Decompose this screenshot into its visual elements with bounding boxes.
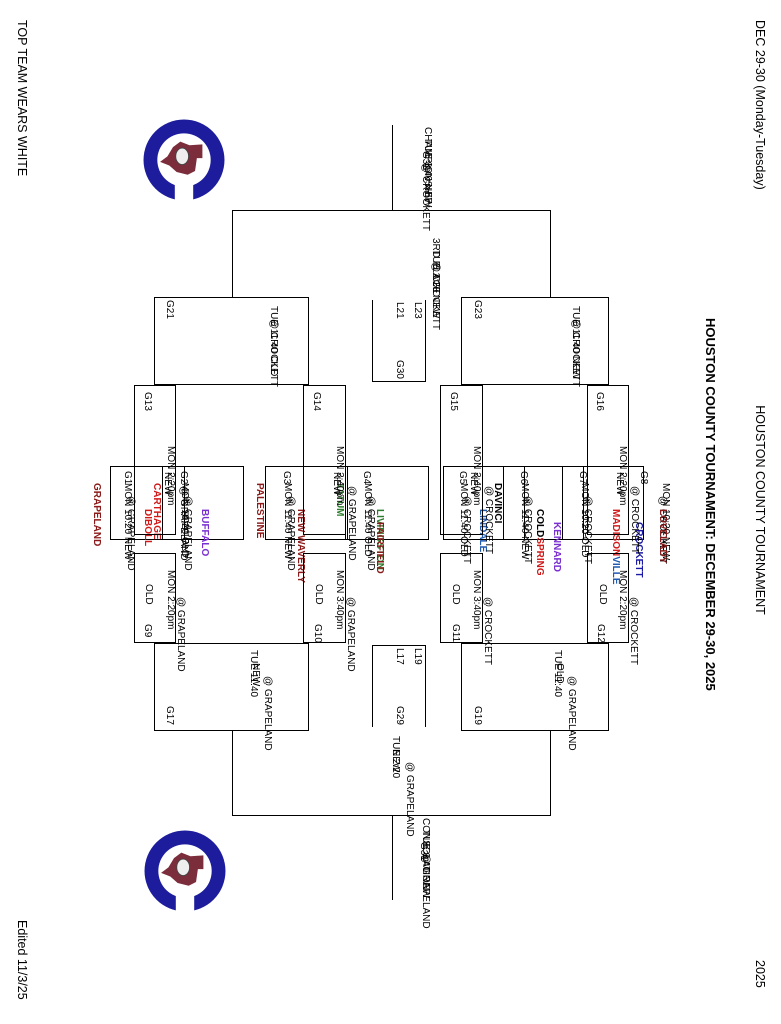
consolation-connector-bottom <box>549 730 551 815</box>
game-info-g9-court: OLD <box>143 584 154 605</box>
footer-edited: Edited 11/3/25 <box>15 920 29 1000</box>
page-title: HOUSTON COUNTY TOURNAMENT: DECEMBER 29-3… <box>703 318 718 691</box>
game-box-g17 <box>154 643 309 731</box>
championship-line <box>232 210 551 212</box>
game-label-g13: G13 <box>142 392 153 411</box>
consolation-site: @ GRAPELAND <box>420 854 431 929</box>
loser-label-l23: L23 <box>412 302 423 319</box>
game-info-g12-time: MON 2:20pm <box>617 570 628 630</box>
header-year: 2025 <box>753 960 767 988</box>
game-label-g23: G23 <box>472 300 483 319</box>
game-info-g15-court: NEW <box>468 472 479 496</box>
game-label-g15: G15 <box>448 392 459 411</box>
loser-label-l21: L21 <box>394 302 405 319</box>
header-tournament: HOUSTON COUNTY TOURNAMENT <box>753 405 767 615</box>
consolation-stub <box>391 815 393 900</box>
game-info-g10-time: MON 3:40pm <box>334 570 345 630</box>
championship-stub <box>391 125 393 210</box>
game-label-g17: G17 <box>164 706 175 725</box>
school-logo-bottom <box>143 119 225 206</box>
team-coldspring-part1: COLD <box>534 509 545 538</box>
game-label-g8: G8 <box>638 471 649 485</box>
game-info-g10-site: @ GRAPELAND <box>345 597 356 672</box>
game-info-g12-site: @ CROCKETT <box>628 597 639 665</box>
game-label-g11: G11 <box>450 624 461 643</box>
game-info-g19-court: OLD <box>554 663 565 684</box>
game-info-g12-court: OLD <box>597 584 608 605</box>
game-box-g23 <box>461 297 609 385</box>
game-box-g19 <box>461 643 609 731</box>
final-connector-top <box>231 210 233 298</box>
footer-top-team-note: TOP TEAM WEARS WHITE <box>15 20 29 177</box>
team-lovelady: LOVELADY <box>657 509 668 564</box>
game-info-g13-site: @ GRAPELAND <box>178 486 189 561</box>
team-grapeland: GRAPELAND <box>91 483 102 547</box>
consolation-connector-top <box>231 730 233 815</box>
game-label-g21: G21 <box>164 300 175 319</box>
game-info-g14-site: @ GRAPELAND <box>346 486 357 561</box>
game-label-g9: G9 <box>142 624 153 638</box>
team-kennard: KENNARD <box>551 522 562 572</box>
team-fairfield: FAIRFIELD <box>374 522 385 574</box>
third-place-site: @ CROCKETT <box>430 262 441 330</box>
game-info-g21-site: @ CROCKETT <box>268 319 279 387</box>
game-info-g11-time: MON 3:40pm <box>471 570 482 630</box>
g29-site: @ GRAPELAND <box>404 762 415 837</box>
team-coldspring-part2: SPRING <box>534 537 545 576</box>
game-box-g4 <box>345 466 429 540</box>
game-info-g11-court: OLD <box>450 584 461 605</box>
game-site-g6: @ CROCKETT <box>522 496 533 564</box>
game-info-g10-court: OLD <box>313 584 324 605</box>
team-coldspring: COLDSPRING <box>534 509 545 576</box>
loser-label-l17: L17 <box>394 648 405 665</box>
final-connector-bottom <box>549 210 551 298</box>
game-label-g30: G30 <box>394 360 405 379</box>
game-label-g19: G19 <box>472 706 483 725</box>
game-label-g14: G14 <box>311 392 322 411</box>
loser-label-l19: L19 <box>412 648 423 665</box>
game-box-g21 <box>154 297 309 385</box>
game-label-g29: G29 <box>394 706 405 725</box>
game-info-g16-site: @ CROCKETT <box>629 486 640 554</box>
championship-site: @ CROCKETT <box>420 163 431 231</box>
game-info-g16-court: NEW <box>614 472 625 496</box>
game-info-g19-site: @ GRAPELAND <box>566 676 577 751</box>
school-logo-top <box>144 830 226 917</box>
game-info-g23-site: @ CROCKETT <box>570 319 581 387</box>
crockett-c-logo-icon <box>143 119 225 206</box>
g29-court: NEW <box>390 749 401 773</box>
team-buffalo: BUFFALO <box>199 509 210 557</box>
team-palestine: PALESTINE <box>254 483 265 539</box>
game-info-g13-court: NEW <box>162 472 173 496</box>
header-dates: DEC 29-30 (Monday-Tuesday) <box>753 20 767 190</box>
game-info-g14-court: NEW <box>331 472 342 496</box>
game-info-g17-court: NEW <box>250 663 261 687</box>
game-label-g16: G16 <box>594 392 605 411</box>
game-info-g15-site: @ CROCKETT <box>483 486 494 554</box>
game-label-g10: G10 <box>312 624 323 643</box>
game-label-g12: G12 <box>595 624 606 643</box>
game-info-g17-site: @ GRAPELAND <box>262 676 273 751</box>
crockett-c-logo-icon <box>144 830 226 917</box>
